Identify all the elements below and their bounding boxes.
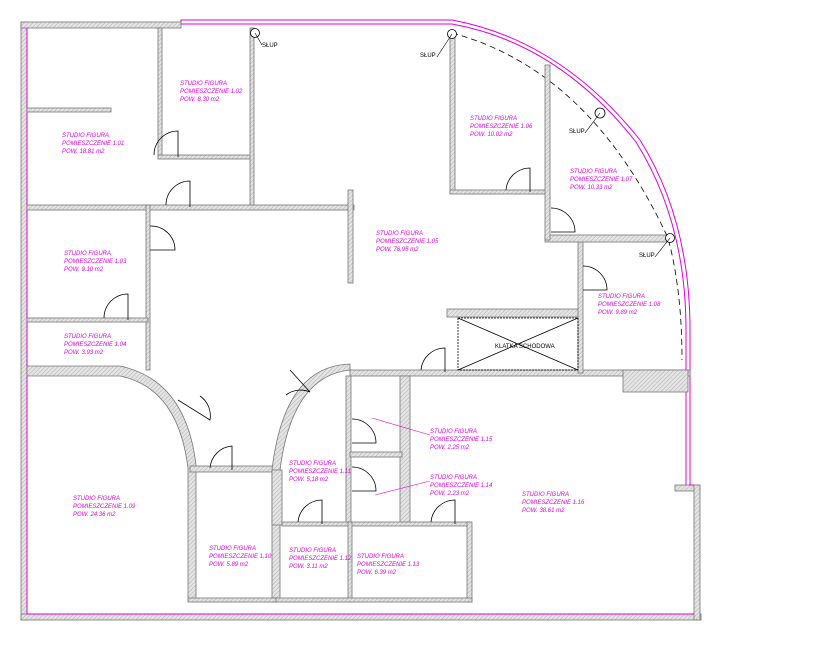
room-label-text: STUDIO FIGURA: [376, 231, 423, 237]
doors: [103, 130, 608, 524]
room-label-text: POW. 10.02 m2: [470, 132, 513, 138]
room-label-text: POW. 5.18 m2: [289, 477, 329, 483]
door-icon: [285, 369, 311, 396]
room-label-text: POW. 76.95 m2: [376, 247, 419, 253]
column-line: [451, 32, 683, 361]
room-label-text: POMIESZCZENIE 1.12: [289, 556, 352, 562]
room-label-text: POW. 8.30 m2: [180, 97, 220, 103]
room-label-text: STUDIO FIGURA: [64, 251, 111, 257]
door-icon: [177, 395, 211, 421]
room-label-text: POW. 6.39 m2: [357, 570, 397, 576]
column-icon: SŁUP: [639, 233, 675, 259]
room-label-text: POW. 2.25 m2: [430, 445, 470, 451]
room-label-text: POW. 9.10 m2: [64, 267, 104, 273]
room-label-text: POMIESZCZENIE 1.14: [430, 483, 493, 489]
column-icon: SŁUP: [250, 28, 278, 49]
door-icon: [351, 418, 377, 444]
room-label-text: POW. 24.36 m2: [73, 512, 116, 518]
room-label-text: STUDIO FIGURA: [598, 294, 645, 300]
room-label-text: POW. 18.81 m2: [62, 149, 105, 155]
room-label-text: POMIESZCZENIE 1.10: [209, 554, 272, 560]
room-label-text: POMIESZCZENIE 1.08: [598, 302, 661, 308]
staircase: KLATKA SCHODOWA: [457, 317, 579, 371]
door-icon: [149, 225, 176, 251]
room-label-text: STUDIO FIGURA: [357, 554, 404, 560]
room-label-text: STUDIO FIGURA: [430, 475, 477, 481]
room-label-text: POW. 5.89 m2: [209, 562, 249, 568]
door-icon: [420, 347, 446, 372]
door-icon: [582, 265, 608, 291]
room-label-text: POMIESZCZENIE 1.01: [62, 141, 124, 147]
room-label-text: POW. 9.89 m2: [598, 310, 638, 316]
outer-walls: [20, 19, 702, 621]
column-icon: SŁUP: [420, 29, 457, 59]
door-icon: [550, 207, 576, 233]
column-icon: SŁUP: [569, 107, 606, 135]
room-label-text: STUDIO FIGURA: [289, 548, 336, 554]
door-icon: [351, 466, 377, 492]
room-label-text: POW. 3.93 m2: [64, 350, 104, 356]
room-label-text: STUDIO FIGURA: [570, 169, 617, 175]
room-label-text: POW. 10.33 m2: [570, 185, 613, 191]
door-icon: [297, 499, 323, 524]
door-icon: [505, 167, 531, 192]
room-label-text: POMIESZCZENIE 1.05: [376, 239, 439, 245]
room-label-text: STUDIO FIGURA: [64, 334, 111, 340]
room-label-text: POMIESZCZENIE 1.13: [357, 562, 420, 568]
door-icon: [430, 499, 456, 524]
room-label-text: STUDIO FIGURA: [62, 133, 109, 139]
room-label-text: POMIESZCZENIE 1.04: [64, 342, 127, 348]
room-label-text: POMIESZCZENIE 1.06: [470, 124, 533, 130]
door-icon: [209, 445, 233, 470]
columns: SŁUP SŁUP SŁUP SŁUP: [250, 28, 675, 259]
room-label-text: SŁUP: [569, 129, 585, 135]
staircase-label: KLATKA SCHODOWA: [495, 344, 555, 350]
room-label-text: POMIESZCZENIE 1.07: [570, 177, 633, 183]
room-label-text: POMIESZCZENIE 1.02: [180, 89, 243, 95]
room-label-text: POMIESZCZENIE 1.15: [430, 437, 493, 443]
room-label-text: STUDIO FIGURA: [470, 116, 517, 122]
room-label-text: SŁUP: [262, 43, 278, 49]
room-label-text: STUDIO FIGURA: [73, 496, 120, 502]
room-label-text: POW. 3.11 m2: [289, 564, 328, 570]
door-icon: [103, 293, 129, 320]
room-label-text: POMIESZCZENIE 1.09: [73, 504, 136, 510]
room-label-text: STUDIO FIGURA: [209, 546, 256, 552]
room-label-text: POW. 2.23 m2: [430, 491, 470, 497]
room-label-text: STUDIO FIGURA: [180, 81, 227, 87]
room-label-text: POW. 38.61 m2: [522, 508, 565, 514]
room-label-text: POMIESZCZENIE 1.16: [522, 500, 585, 506]
interior-walls: [26, 27, 691, 603]
room-label-text: STUDIO FIGURA: [289, 461, 336, 467]
room-label-text: STUDIO FIGURA: [430, 429, 477, 435]
room-label-text: SŁUP: [639, 253, 655, 259]
room-label-text: POMIESZCZENIE 1.11: [289, 469, 351, 475]
door-icon: [153, 130, 179, 157]
room-label-text: STUDIO FIGURA: [522, 492, 569, 498]
room-label-text: SŁUP: [420, 53, 436, 59]
door-icon: [165, 180, 191, 207]
room-label-text: POMIESZCZENIE 1.03: [64, 259, 127, 265]
